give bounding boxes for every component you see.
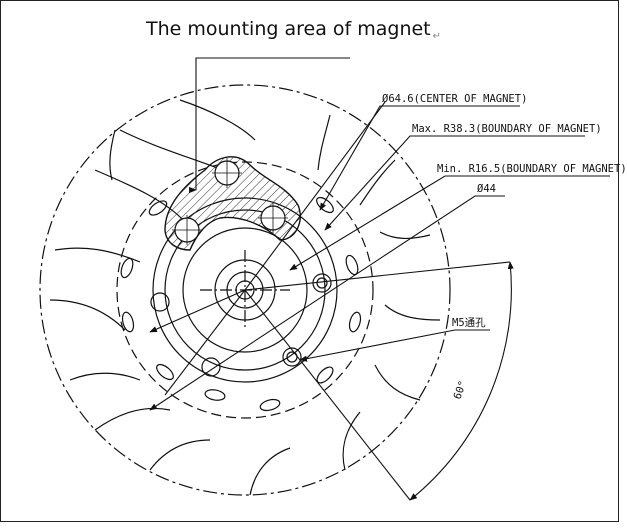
magnet-area-leader: [195, 57, 350, 190]
return-mark-glyph: ↵: [432, 31, 442, 42]
drawing-title: The mounting area of magnet↵: [146, 18, 441, 42]
label-diameter-44: Ø44: [477, 183, 496, 195]
title-text: The mounting area of magnet: [146, 18, 431, 40]
angle-ray-right: [244, 261, 511, 291]
leader-center-magnet: [319, 105, 520, 211]
label-min-boundary: Min. R16.5(BOUNDARY OF MAGNET): [437, 163, 627, 175]
hub-circle: [182, 227, 308, 353]
center-leader-extension: [244, 101, 386, 291]
center-leader-left: [149, 289, 246, 333]
leader-min-r: [289, 175, 610, 271]
label-m5-hole: M5通孔: [452, 316, 486, 329]
label-max-boundary: Max. R38.3(BOUNDARY OF MAGNET): [412, 123, 602, 135]
label-center-of-magnet: Ø64.6(CENTER OF MAGNET): [382, 93, 527, 105]
label-angle: 60°: [452, 379, 470, 401]
angle-ray-lower: [244, 289, 411, 501]
leader-m5-hole: [299, 329, 490, 362]
leader-diameter-44: [149, 195, 505, 411]
angle-arc: [409, 261, 514, 501]
leader-max-r: [324, 135, 585, 231]
drawing-frame: [0, 0, 619, 522]
diameter-44-tail: [164, 289, 246, 396]
vent-holes: [120, 196, 362, 412]
